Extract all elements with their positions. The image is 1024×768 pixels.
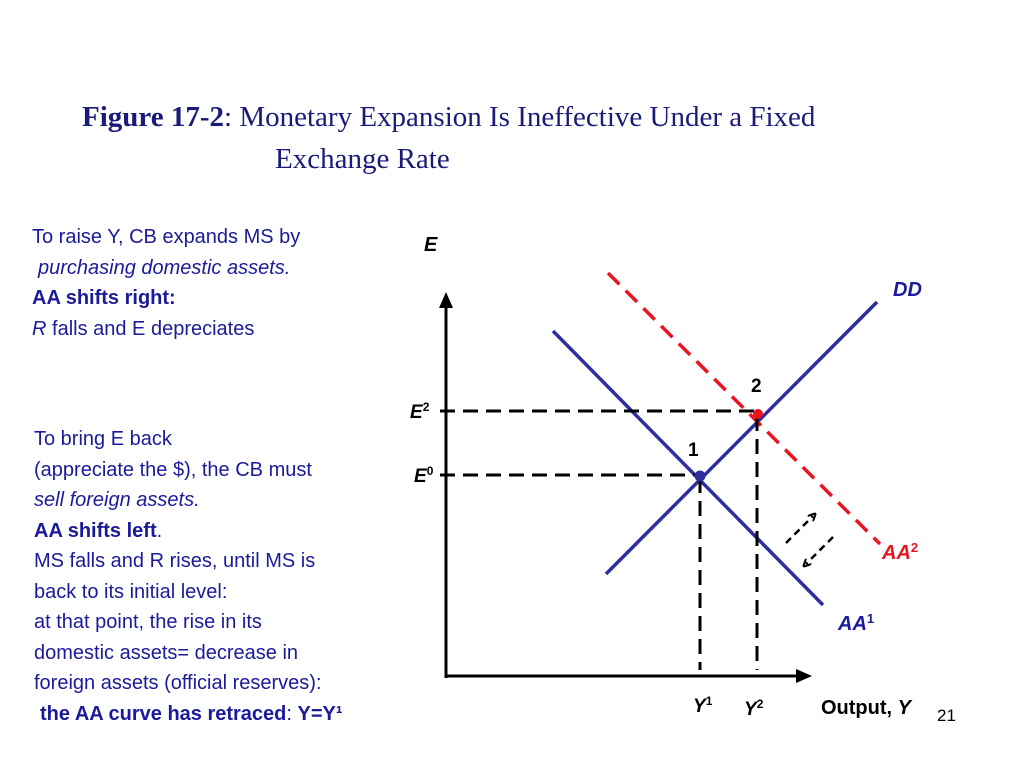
x-axis-label: Output, Y	[821, 697, 913, 719]
shift-left-arrow	[806, 536, 834, 564]
point-2-label: 2	[751, 376, 762, 397]
text-line: To bring E back	[34, 428, 172, 450]
text-line: MS falls and R rises, until MS is	[34, 550, 316, 572]
text-line: R falls and E depreciates	[32, 314, 300, 345]
aa1-label: AA1	[837, 611, 874, 635]
title-line2: Exchange Rate	[275, 143, 450, 175]
text-fragment: falls and E depreciates	[46, 317, 255, 340]
text-line: foreign assets (official reserves):	[34, 672, 322, 694]
text-line: (appreciate the $), the CB must	[34, 458, 312, 481]
aa2-label: AA2	[881, 540, 918, 564]
text-line: at that point, the rise in its	[34, 611, 262, 633]
explanation-block-2: To bring E back (appreciate the $), the …	[34, 424, 343, 729]
dd-label: DD	[893, 279, 922, 301]
text-fragment: AA shifts left	[34, 519, 157, 542]
equilibrium-point-1	[694, 470, 706, 482]
x-axis-arrow-icon	[796, 669, 812, 683]
text-line: domestic assets= decrease in	[34, 641, 299, 664]
y1-label: Y1	[693, 694, 713, 717]
aa2-curve	[606, 271, 882, 546]
text-line: back to its initial level:	[34, 580, 228, 603]
e2-label: E2	[410, 400, 430, 423]
dd-curve	[604, 300, 879, 576]
text-fragment: Y=Y¹	[297, 702, 343, 725]
text-line: To raise Y, CB expands MS by	[32, 226, 301, 248]
y2-label: Y2	[744, 697, 764, 720]
e0-label: E0	[414, 464, 434, 487]
r-variable: R	[32, 317, 47, 340]
point-1-label: 1	[688, 440, 699, 461]
text-line: purchasing domestic assets.	[38, 256, 291, 279]
aa1-curve	[551, 329, 825, 607]
text-fragment: .	[156, 519, 163, 542]
text-line: AA shifts right:	[32, 287, 176, 309]
y-axis-arrow-icon	[439, 292, 453, 308]
figure-number: Figure 17-2	[82, 101, 225, 133]
text-fragment: the AA curve has retraced	[40, 702, 287, 725]
equilibrium-point-2	[753, 409, 763, 419]
text-line: AA shifts left.	[34, 516, 343, 547]
slide-title: Figure 17-2: Monetary Expansion Is Ineff…	[82, 96, 982, 180]
shift-right-arrow	[785, 516, 813, 544]
y-axis-label: E	[424, 234, 438, 256]
title-line1: : Monetary Expansion Is Ineffective Unde…	[224, 101, 816, 133]
explanation-block-1: To raise Y, CB expands MS by purchasing …	[32, 222, 300, 344]
text-fragment: :	[286, 702, 298, 725]
text-line: sell foreign assets.	[34, 489, 200, 511]
text-line: the AA curve has retraced: Y=Y¹	[34, 699, 343, 730]
page-number: 21	[937, 706, 956, 725]
